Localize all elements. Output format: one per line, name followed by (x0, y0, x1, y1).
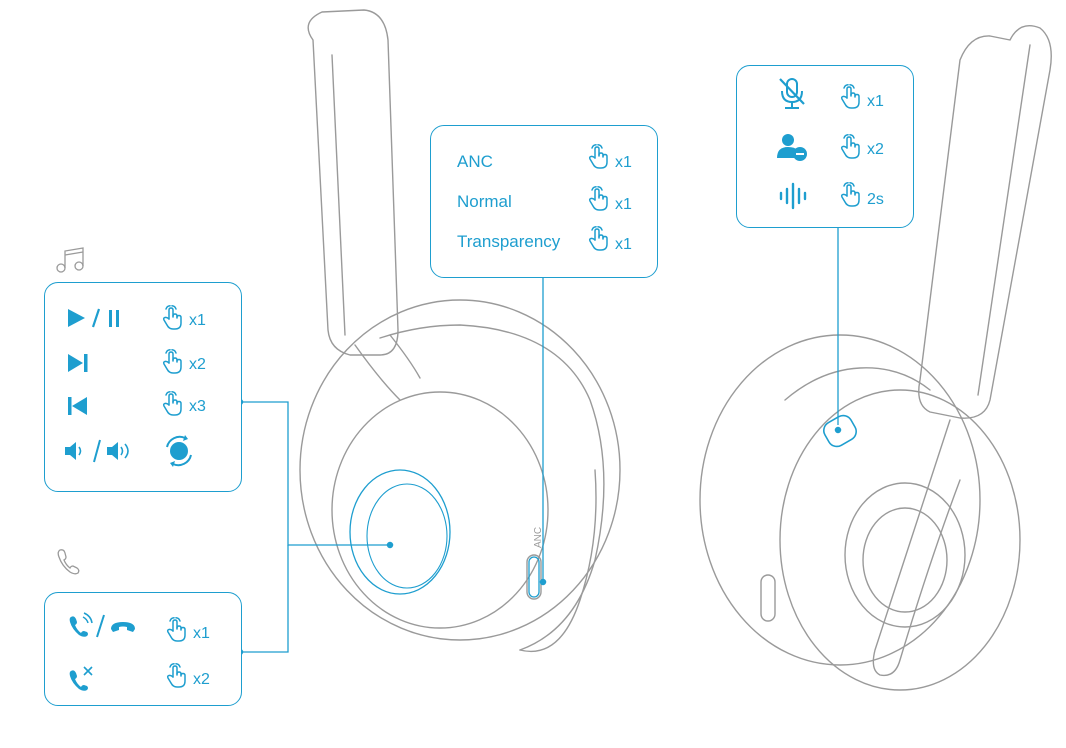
tap-hand-icon (587, 144, 611, 170)
anc-port-label: ANC (533, 527, 544, 548)
anc-row-label-2: Normal (457, 192, 512, 211)
tap-hand-icon (839, 182, 863, 208)
anc-modes-panel: ANC Normal Transparency x1 x1 x1 (430, 125, 658, 278)
tap-hand-icon (161, 349, 185, 375)
call-count-1: x1 (193, 625, 210, 642)
mic-count-3: 2s (867, 191, 884, 208)
reject-call-icon (69, 666, 93, 691)
anc-row-label-3: Transparency (457, 232, 561, 251)
music-note-icon (56, 247, 84, 273)
tap-hand-icon (161, 305, 185, 331)
anc-count-1: x1 (615, 154, 632, 171)
call-count-2: x2 (193, 671, 210, 688)
tap-hand-icon (587, 186, 611, 212)
media-controls-panel: x1 x2 x3 (44, 282, 242, 492)
volume-rotate-icon (65, 439, 129, 463)
tap-hand-icon (165, 617, 189, 643)
leader-media (240, 401, 390, 546)
previous-track-icon (68, 397, 87, 415)
tap-hand-icon (165, 663, 189, 689)
media-count-2: x2 (189, 356, 206, 373)
anc-count-3: x1 (615, 236, 632, 253)
mic-mute-icon (779, 78, 805, 109)
tap-hand-icon (587, 226, 611, 252)
anc-count-2: x1 (615, 196, 632, 213)
media-count-3: x3 (189, 398, 206, 415)
left-headset-outline (299, 9, 621, 652)
rotate-dial-icon (166, 435, 192, 467)
mic-controls-panel: x1 x2 2s (736, 65, 914, 228)
tap-hand-icon (839, 84, 863, 110)
right-headset-outline (699, 25, 1052, 691)
mic-count-2: x2 (867, 141, 884, 158)
play-pause-icon (68, 308, 119, 328)
tap-hand-icon (839, 134, 863, 160)
leader-call (240, 545, 289, 653)
next-track-icon (68, 354, 88, 372)
phone-icon (57, 549, 80, 575)
media-count-1: x1 (189, 312, 206, 329)
call-controls-panel: x1 x2 (44, 592, 242, 706)
voice-assistant-icon (779, 182, 807, 210)
remove-user-icon (777, 134, 807, 161)
mic-count-1: x1 (867, 93, 884, 110)
answer-end-call-icon (69, 612, 135, 638)
anc-row-label-1: ANC (457, 152, 493, 171)
tap-hand-icon (161, 391, 185, 417)
